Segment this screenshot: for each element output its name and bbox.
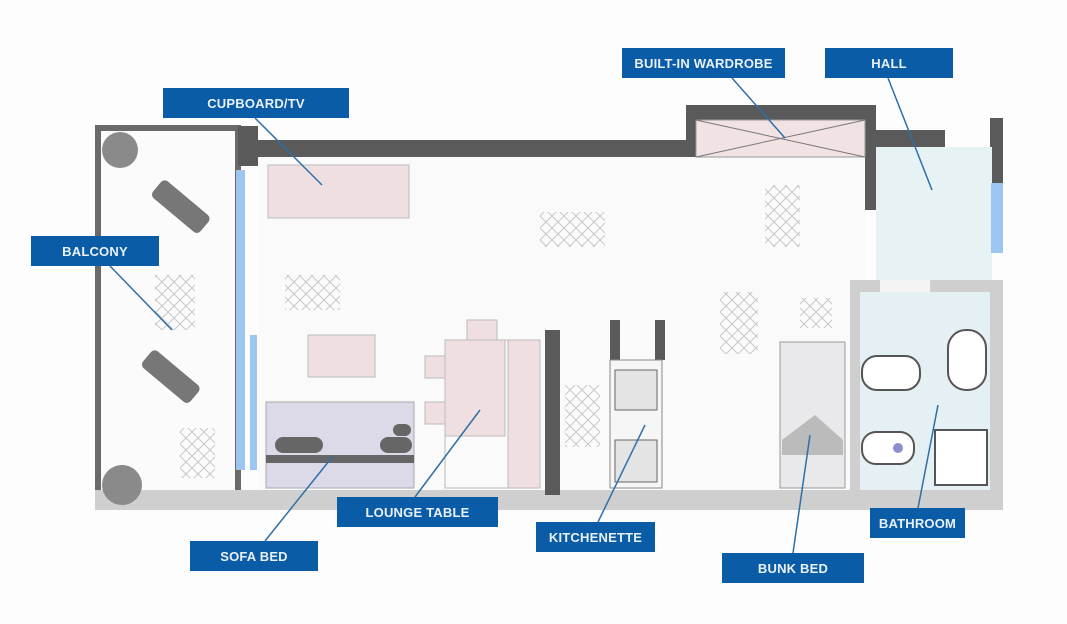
label-kitchenette: KITCHENETTE	[536, 522, 655, 552]
label-bathroom: BATHROOM	[870, 508, 965, 538]
leader-lines	[109, 77, 939, 554]
bottom-wall	[95, 490, 1003, 510]
lounge-table	[424, 319, 541, 489]
cupboard-tv	[267, 164, 410, 219]
hall-window	[991, 183, 1003, 253]
wardrobe	[695, 119, 866, 158]
label-sofa-bed: SOFA BED	[190, 541, 318, 571]
balcony-window-2	[250, 335, 257, 470]
label-lounge-table: LOUNGE TABLE	[337, 497, 498, 527]
bathroom	[850, 280, 1003, 510]
kitchenette	[609, 320, 665, 489]
sofa-bed	[265, 401, 415, 489]
label-hall: HALL	[825, 48, 953, 78]
plants	[102, 132, 142, 505]
hall-floor	[876, 147, 992, 280]
lounge-chairs	[141, 180, 210, 403]
coffee-table	[307, 334, 376, 378]
balcony-window	[236, 170, 245, 470]
label-built-in-wardrobe: BUILT-IN WARDROBE	[622, 48, 785, 78]
bunk-bed	[779, 341, 846, 489]
floor-texture-marks	[155, 185, 832, 478]
label-balcony: BALCONY	[31, 236, 159, 266]
label-cupboard-tv: CUPBOARD/TV	[163, 88, 349, 118]
label-bunk-bed: BUNK BED	[722, 553, 864, 583]
